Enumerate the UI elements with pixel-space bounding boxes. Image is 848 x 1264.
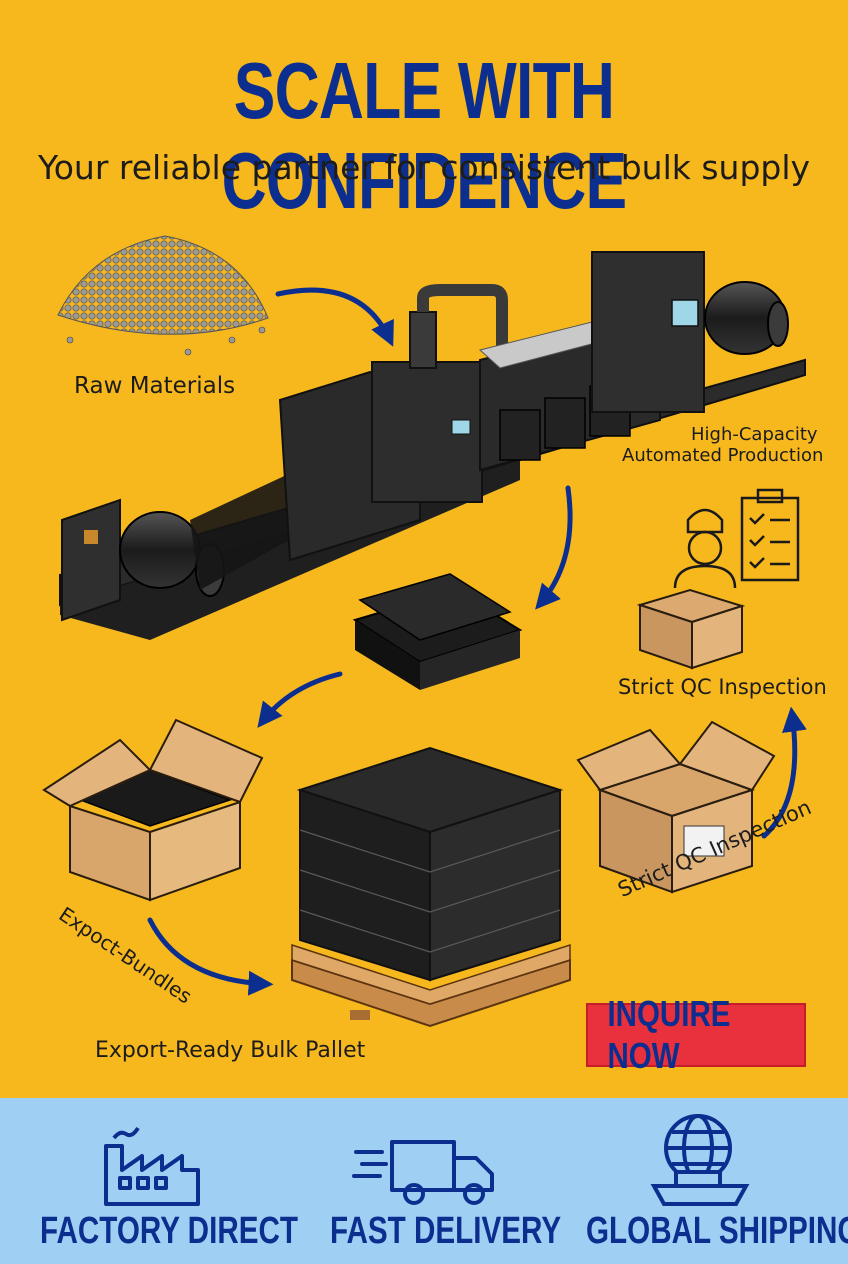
inquire-now-label: INQUIRE NOW <box>607 993 731 1076</box>
process-arrows <box>147 287 807 996</box>
truck-icon <box>352 1140 494 1205</box>
feature-fast-delivery: FAST DELIVERY <box>330 1098 561 1264</box>
pallet <box>291 746 571 1028</box>
label-pallet: Export-Ready Bulk Pallet <box>95 1038 366 1063</box>
poster: SCALE WITH CONFIDENCE Your reliable part… <box>37 46 827 1076</box>
feature-label: FACTORY DIRECT <box>40 1210 299 1252</box>
label-production-line2: Automated Production <box>622 445 824 466</box>
pellet-pile <box>57 235 269 356</box>
label-qc-top: Strict QC Inspection <box>618 675 827 699</box>
label-raw-materials: Raw Materials <box>74 373 236 399</box>
factory-icon <box>104 1126 200 1206</box>
production-illustration <box>42 235 807 1028</box>
feature-factory-direct: FACTORY DIRECT <box>40 1098 298 1264</box>
qc-worker-icon <box>673 488 800 589</box>
footer-features: FACTORY DIRECT FAST DELIVERY GLOBAL SHIP <box>0 1098 848 1264</box>
feature-label: FAST DELIVERY <box>330 1210 562 1252</box>
inquire-now-button[interactable]: INQUIRE NOW <box>586 993 806 1076</box>
qc-box <box>636 588 746 670</box>
label-production-line1: High-Capacity <box>691 424 818 445</box>
export-bundle-box <box>42 718 264 902</box>
feature-global-shipping: GLOBAL SHIPPING <box>586 1098 848 1264</box>
globe-ship-icon <box>650 1114 750 1206</box>
production-machine <box>59 251 806 640</box>
feature-label: GLOBAL SHIPPING <box>586 1210 848 1252</box>
page-subtitle: Your reliable partner for consistent bul… <box>37 148 811 187</box>
bag-stack <box>352 573 523 690</box>
shipping-box-right <box>576 720 776 894</box>
page-title: SCALE WITH CONFIDENCE <box>221 46 628 225</box>
